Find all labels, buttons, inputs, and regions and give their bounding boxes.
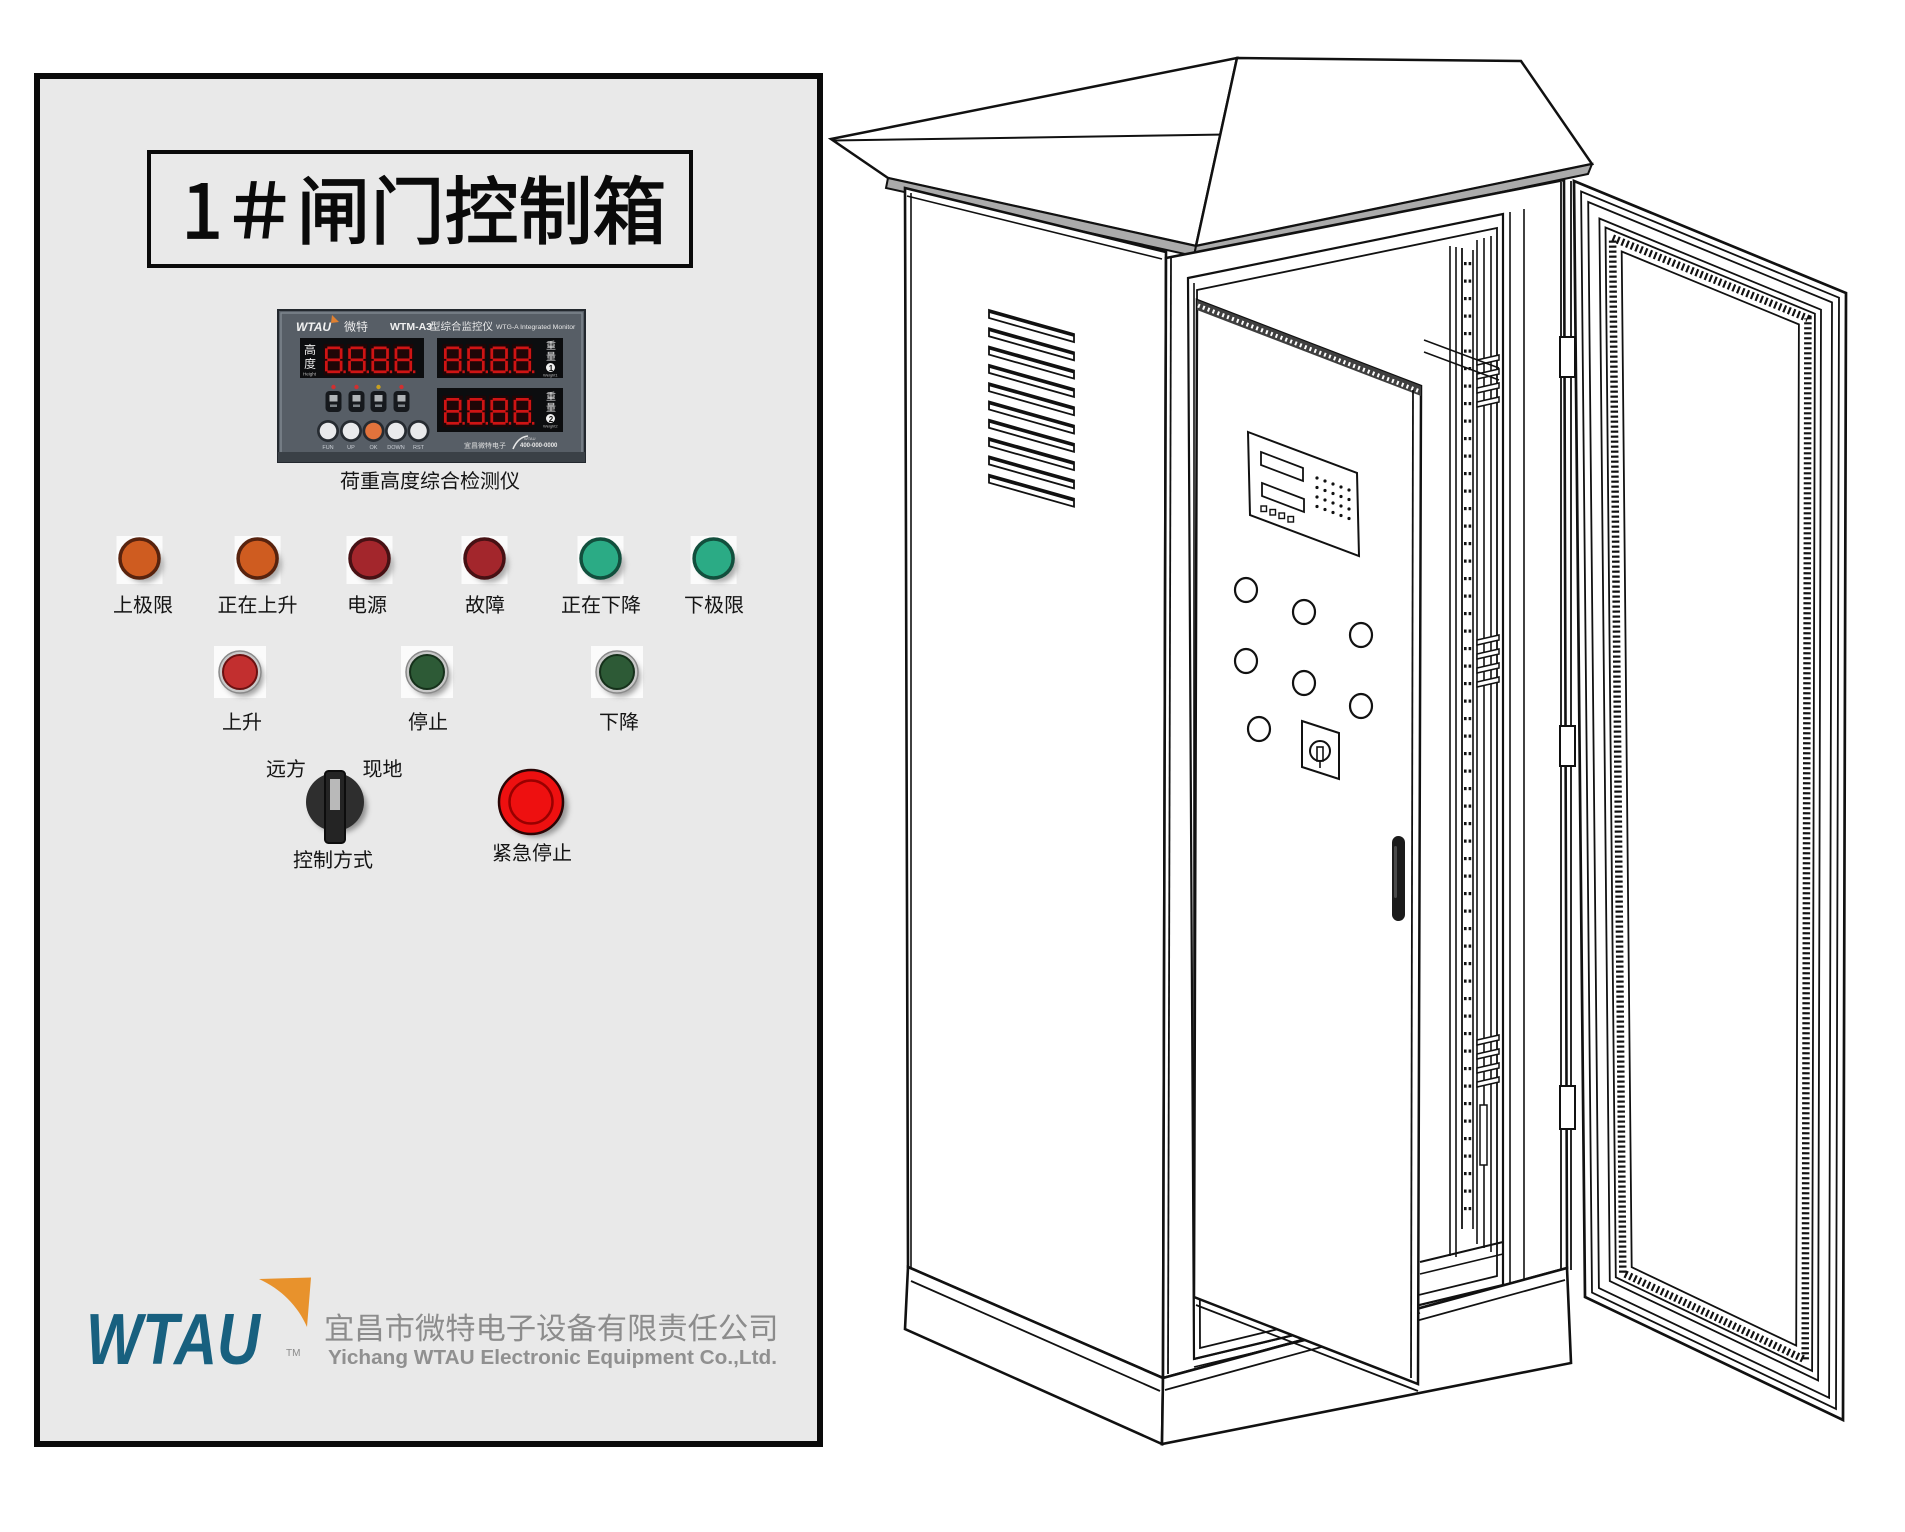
svg-text:Yichang WTAU Electronic Equipm: Yichang WTAU Electronic Equipment Co.,Lt… <box>328 1347 777 1369</box>
svg-text:Weight1: Weight1 <box>543 373 558 378</box>
svg-text:WTG-A Integrated Monitor: WTG-A Integrated Monitor <box>496 324 576 331</box>
svg-text:UP: UP <box>347 445 355 451</box>
svg-text:TM: TM <box>286 1348 300 1359</box>
svg-text:1: 1 <box>549 364 554 373</box>
svg-text:400-000-0000: 400-000-0000 <box>520 443 558 449</box>
svg-text:2: 2 <box>549 415 554 424</box>
svg-text:DOWN: DOWN <box>387 445 404 451</box>
svg-text:Weight2: Weight2 <box>543 424 558 429</box>
svg-text:WTAU: WTAU <box>524 436 536 441</box>
svg-text:WTAU: WTAU <box>296 320 331 334</box>
svg-text:OK: OK <box>370 445 378 451</box>
svg-text:FUN: FUN <box>322 445 333 451</box>
svg-text:RST: RST <box>413 445 425 451</box>
svg-text:WTAU: WTAU <box>86 1300 262 1380</box>
svg-text:Height: Height <box>303 372 317 377</box>
svg-text:WTM-A3: WTM-A3 <box>390 321 432 333</box>
